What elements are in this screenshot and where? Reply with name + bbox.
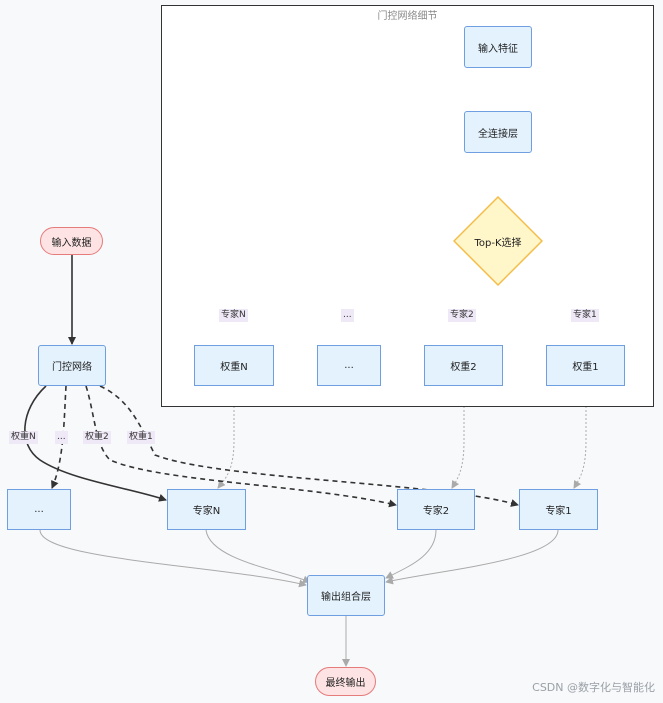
expert-n-node[interactable]: 专家N [167, 489, 246, 530]
edge-label-cluster-expert-n: 专家N [219, 309, 248, 322]
edge-label-gate-weight-n: 权重N [9, 431, 38, 444]
gating-network-node[interactable]: 门控网络 [38, 345, 106, 386]
expert-2-node[interactable]: 专家2 [397, 489, 475, 530]
topk-select-label: Top-K选择 [474, 237, 522, 249]
input-data-node[interactable]: 输入数据 [40, 227, 103, 255]
edge-gating-to-expert-n [24, 385, 167, 502]
final-output-node[interactable]: 最终输出 [315, 667, 376, 696]
output-combine-node[interactable]: 输出组合层 [307, 575, 385, 616]
edge-expert-1-to-output [385, 529, 559, 585]
gating-detail-cluster: 门控网络细节 [161, 5, 654, 407]
edge-weight-1-to-expert-1 [573, 386, 587, 489]
edge-label-cluster-dots: ... [341, 309, 354, 322]
weight-1-node[interactable]: 权重1 [546, 345, 625, 386]
csdn-watermark: CSDN @数字化与智能化 [532, 681, 655, 694]
expert-1-node[interactable]: 专家1 [519, 489, 598, 530]
input-feature-node[interactable]: 输入特征 [464, 26, 532, 68]
edge-expert-2-to-output [385, 529, 437, 579]
edge-label-gate-weight-2: 权重2 [83, 431, 111, 444]
fully-connected-node[interactable]: 全连接层 [464, 111, 532, 153]
edge-label-cluster-expert-1: 专家1 [571, 309, 599, 322]
weight-dots-node[interactable]: ... [317, 345, 381, 386]
edge-gating-to-expert-2 [85, 385, 397, 508]
edge-label-cluster-expert-2: 专家2 [448, 309, 476, 322]
edge-expert-dots-to-output [39, 529, 307, 588]
edge-weight-2-to-expert-2 [451, 386, 465, 489]
edge-label-gate-dots: ... [55, 431, 68, 444]
topk-select-node[interactable]: Top-K选择 [453, 196, 543, 286]
weight-2-node[interactable]: 权重2 [424, 345, 503, 386]
weight-n-node[interactable]: 权重N [194, 345, 274, 386]
cluster-title: 门控网络细节 [377, 11, 438, 22]
decision-diamond [453, 196, 543, 286]
expert-dots-node[interactable]: ... [7, 489, 71, 530]
edge-expert-n-to-output [205, 529, 311, 584]
edge-label-gate-weight-1: 权重1 [127, 431, 155, 444]
edge-gating-to-expert-dots [51, 385, 67, 489]
